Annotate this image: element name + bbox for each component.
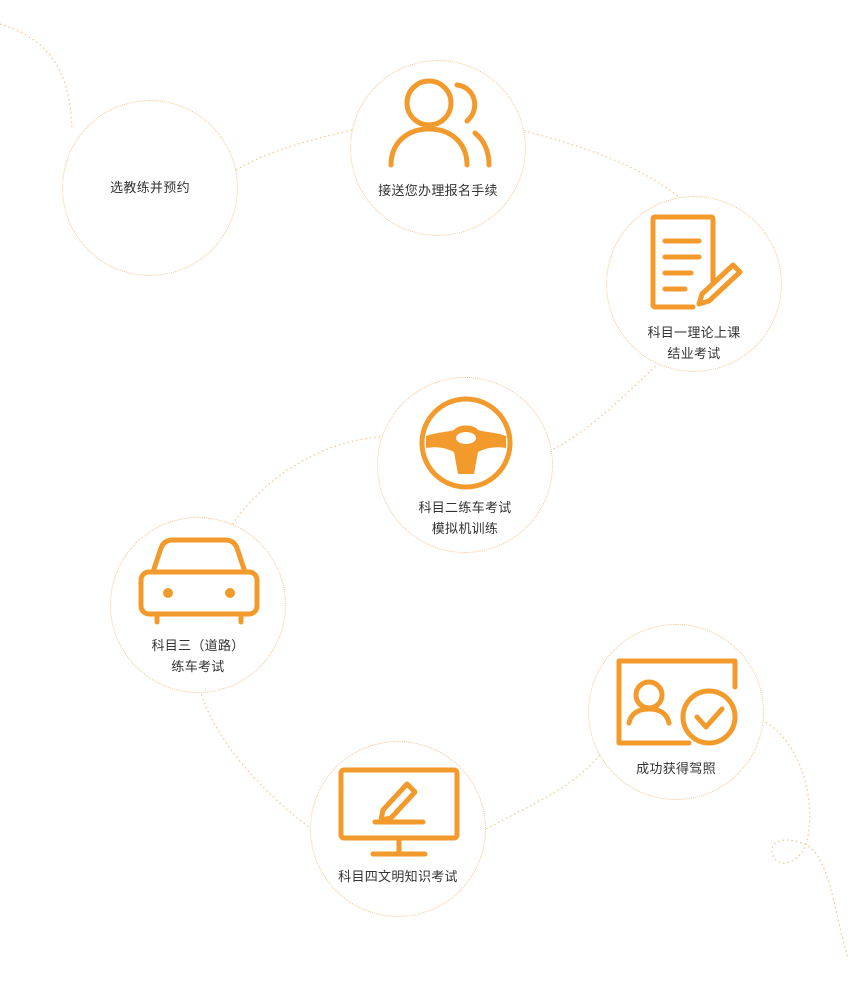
step-subject-one: 科目一理论上课 结业考试	[606, 196, 782, 372]
step-choose-coach: 选教练并预约	[62, 100, 238, 276]
step-label-line: 练车考试	[171, 660, 225, 675]
step-label: 科目二练车考试 模拟机训练	[378, 498, 552, 540]
step-registration: 接送您办理报名手续	[350, 60, 526, 236]
car-icon	[138, 537, 260, 625]
step-label: 成功获得驾照	[589, 759, 763, 780]
step-label-line: 科目二练车考试	[418, 501, 512, 516]
step-label-line: 结业考试	[667, 347, 721, 362]
step-label-line: 科目一理论上课	[647, 326, 741, 341]
step-label: 科目一理论上课 结业考试	[607, 323, 781, 365]
license-check-icon	[616, 658, 738, 746]
monitor-edit-icon	[338, 767, 460, 857]
step-label: 科目四文明知识考试	[311, 867, 485, 888]
step-label: 科目三（道路） 练车考试	[111, 636, 285, 678]
step-subject-two: 科目二练车考试 模拟机训练	[377, 377, 553, 553]
step-label-line: 接送您办理报名手续	[378, 184, 498, 199]
document-edit-icon	[650, 214, 743, 310]
step-label-line: 科目三（道路）	[151, 639, 245, 654]
step-get-license: 成功获得驾照	[588, 624, 764, 800]
step-subject-four: 科目四文明知识考试	[310, 741, 486, 917]
step-label: 选教练并预约	[63, 178, 237, 199]
step-label-line: 模拟机训练	[431, 522, 499, 537]
step-label-line: 科目四文明知识考试	[338, 870, 458, 885]
step-label-line: 成功获得驾照	[636, 762, 716, 777]
step-label-line: 选教练并预约	[110, 181, 190, 196]
users-icon	[388, 78, 492, 168]
step-label: 接送您办理报名手续	[351, 181, 525, 202]
steering-wheel-icon	[419, 396, 513, 490]
step-subject-three: 科目三（道路） 练车考试	[110, 517, 286, 693]
